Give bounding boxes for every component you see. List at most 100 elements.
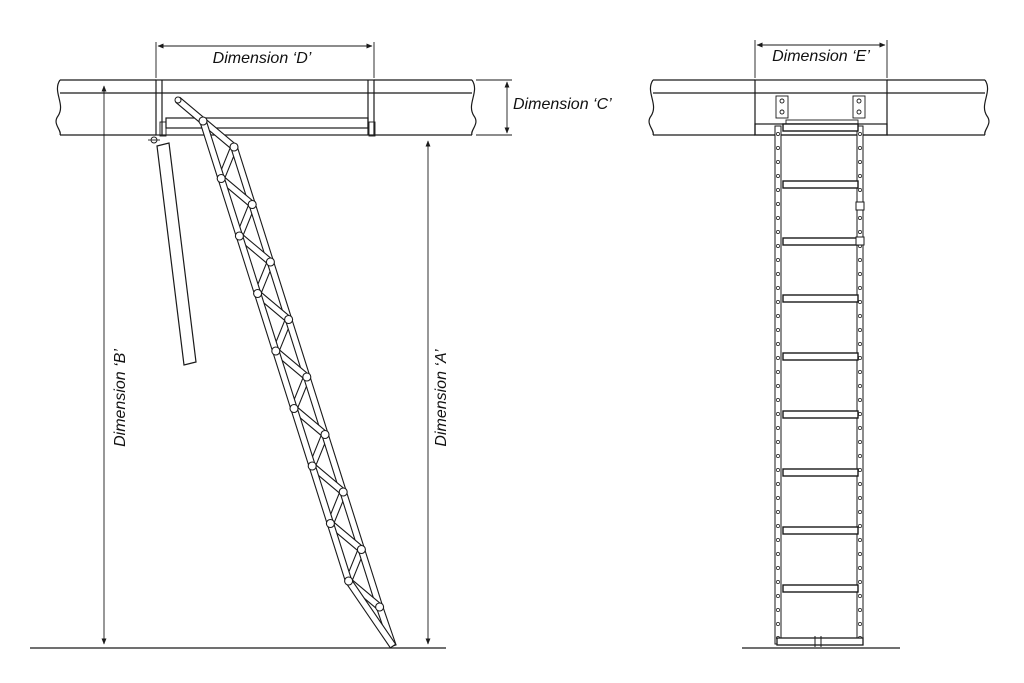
- stile-rivet: [858, 328, 862, 332]
- pivot-joint: [265, 257, 275, 267]
- stile-rivet: [776, 482, 780, 486]
- stile-rivet: [776, 342, 780, 346]
- ceiling-left-section: [55, 79, 156, 136]
- dimension-e: Dimension ‘E’: [754, 40, 888, 78]
- stile-rivet: [858, 622, 862, 626]
- stile-rivet: [776, 216, 780, 220]
- dimension-c-label: Dimension ‘C’: [513, 96, 612, 113]
- stile-rivet: [858, 132, 862, 136]
- pivot-joint: [338, 487, 348, 497]
- ladder-tread: [782, 294, 859, 303]
- stile-rivet: [776, 328, 780, 332]
- hatch-box: [155, 79, 376, 137]
- stile-rivet: [776, 468, 780, 472]
- ladder-foot-bar: [776, 637, 864, 646]
- ladder-tread: [782, 410, 859, 419]
- pivot-joint: [234, 231, 244, 241]
- stile-rivet: [858, 426, 862, 430]
- pivot-joint: [247, 199, 257, 210]
- dimension-b-label: Dimension ‘B’: [112, 349, 129, 447]
- stile-rivet: [776, 174, 780, 178]
- stile-rivet: [858, 230, 862, 234]
- pivot-joint: [271, 346, 281, 356]
- ladder-tread: [782, 237, 859, 246]
- stile-rivet: [776, 272, 780, 276]
- pivot-joint: [375, 602, 385, 612]
- stile-rivet: [858, 566, 862, 570]
- stile-rivet: [776, 622, 780, 626]
- pivot-joint: [284, 314, 294, 325]
- front-view: Dimension ‘E’: [648, 40, 990, 649]
- stile-rivet: [858, 356, 862, 360]
- pivot-joint: [302, 372, 312, 382]
- stile-rivet: [776, 314, 780, 318]
- stile-rivet: [858, 454, 862, 458]
- stile-rivet: [776, 608, 780, 612]
- hatch-box-front: [754, 79, 888, 136]
- dimension-a-label: Dimension ‘A’: [433, 349, 450, 447]
- pivot-joint: [320, 429, 330, 440]
- stile-rivet: [858, 552, 862, 556]
- pivot-joint: [229, 142, 239, 152]
- stile-rivet: [858, 160, 862, 164]
- stile-rivet: [858, 314, 862, 318]
- pivot-joint: [325, 518, 335, 529]
- stile-rivet: [776, 524, 780, 528]
- pivot-joint: [198, 116, 208, 126]
- pivot-joint: [253, 288, 263, 299]
- dimension-e-label: Dimension ‘E’: [772, 48, 870, 65]
- stile-rivet: [858, 384, 862, 388]
- stile-rivet: [776, 146, 780, 150]
- stile-rivet: [858, 412, 862, 416]
- pivot-joint: [216, 173, 226, 184]
- stile-rivet: [776, 538, 780, 542]
- ceiling-front-right: [887, 79, 990, 136]
- stile-rivet: [858, 468, 862, 472]
- pivot-joint: [289, 403, 299, 414]
- stile-rivet: [858, 272, 862, 276]
- stile-rivet: [858, 216, 862, 220]
- stile-rivet: [776, 412, 780, 416]
- stile-rivet: [858, 146, 862, 150]
- stile-rivet: [858, 342, 862, 346]
- ladder-tread: [782, 584, 859, 593]
- stile-rivet: [858, 398, 862, 402]
- ladder-tread: [782, 468, 859, 477]
- dimension-d-label: Dimension ‘D’: [213, 50, 312, 67]
- stile-rivet: [776, 300, 780, 304]
- hinge-pivot: [174, 96, 182, 104]
- stile-rivet: [858, 188, 862, 192]
- ceiling-right-section: [374, 79, 477, 136]
- stile-rivet: [858, 174, 862, 178]
- stile-rivet: [858, 496, 862, 500]
- stile-rivet: [776, 496, 780, 500]
- stile-rivet: [776, 384, 780, 388]
- stile-rivet: [776, 132, 780, 136]
- stile-rivet: [776, 356, 780, 360]
- side-bracket: [855, 236, 865, 246]
- stile-rivet: [776, 398, 780, 402]
- dimension-d: Dimension ‘D’: [155, 42, 375, 78]
- ladder-tread: [782, 123, 859, 132]
- stile-rivet: [776, 230, 780, 234]
- stile-rivet: [858, 510, 862, 514]
- stile-rivet: [776, 566, 780, 570]
- stile-rivet: [858, 286, 862, 290]
- pivot-joint: [307, 461, 317, 471]
- side-view: Dimension ‘D’ Dimension ‘C’ Dimension ‘B…: [30, 42, 612, 649]
- stile-rivet: [776, 440, 780, 444]
- stile-rivet: [776, 454, 780, 458]
- dimension-b: Dimension ‘B’: [101, 85, 129, 645]
- hatch-door: [148, 136, 197, 366]
- pivot-joint: [356, 544, 366, 555]
- stile-rivet: [858, 258, 862, 262]
- stile-rivet: [776, 370, 780, 374]
- stile-rivet: [858, 440, 862, 444]
- stile-rivet: [776, 580, 780, 584]
- ceiling-front-left: [648, 79, 755, 136]
- stile-rivet: [858, 538, 862, 542]
- stile-rivet: [776, 188, 780, 192]
- stile-rivet: [776, 426, 780, 430]
